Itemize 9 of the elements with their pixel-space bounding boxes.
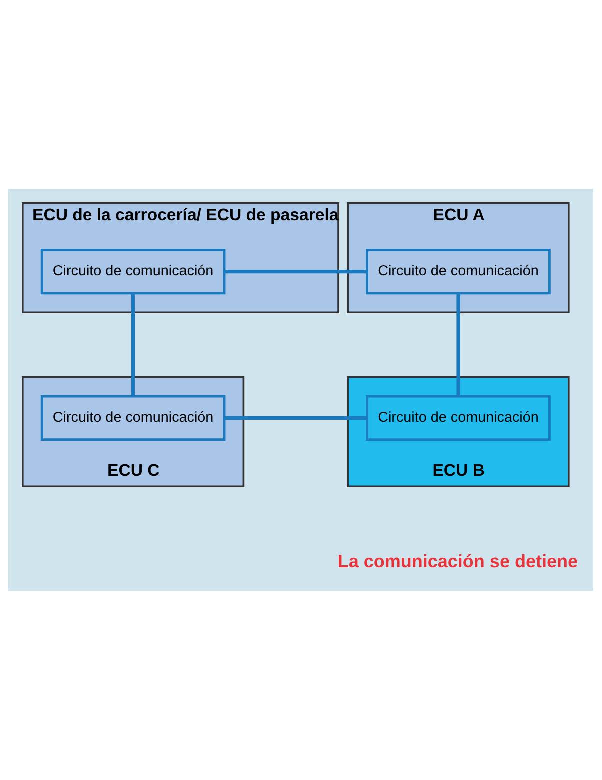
connector: [132, 294, 136, 396]
connector: [224, 270, 368, 274]
label: La comunicación se detiene: [338, 552, 578, 572]
node-box: Circuito de comunicación: [40, 249, 226, 295]
node-box: Circuito de comunicación: [366, 249, 551, 295]
connector: [224, 416, 368, 420]
connector: [456, 294, 460, 396]
node-box: Circuito de comunicación: [366, 395, 551, 441]
node-box: Circuito de comunicación: [40, 395, 226, 441]
